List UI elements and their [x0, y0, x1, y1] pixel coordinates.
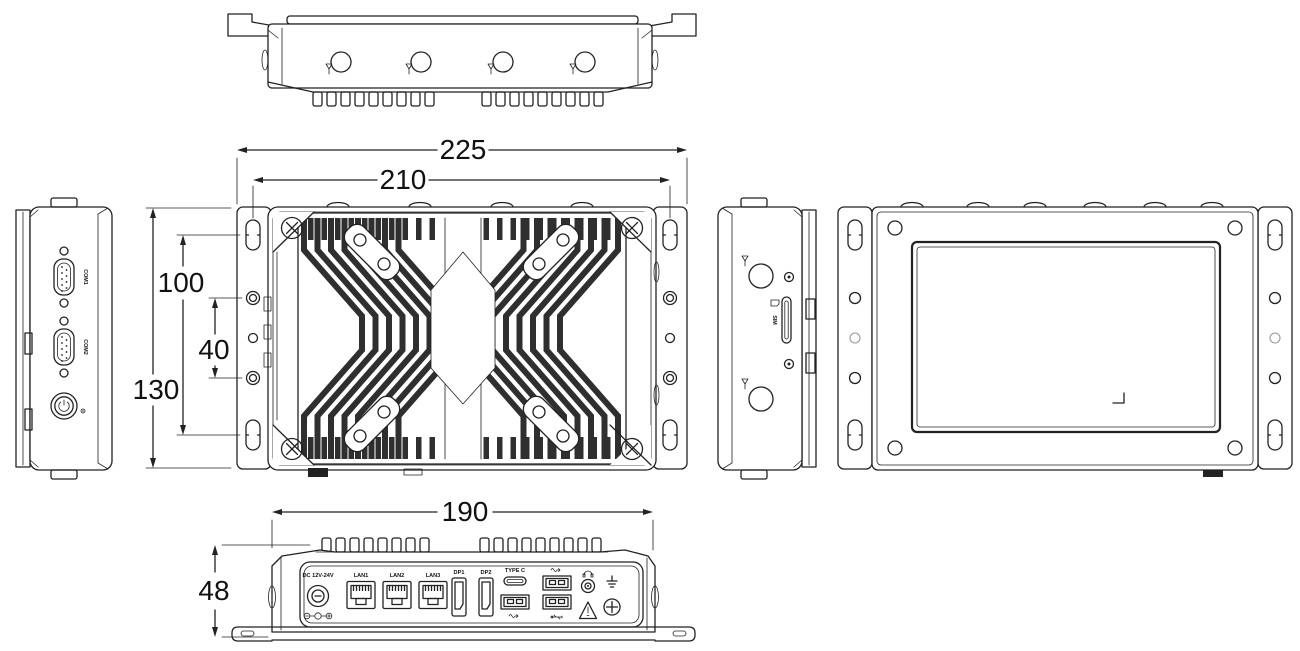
power-button[interactable]: [50, 392, 86, 420]
view-front-heatsink: [236, 201, 688, 477]
dp2-label: DP2: [481, 570, 492, 576]
dp1-label: DP1: [454, 570, 465, 576]
port-usb3-single[interactable]: [500, 594, 530, 618]
top-body-outline: [267, 23, 653, 89]
antenna-hole-bottom: [748, 386, 774, 412]
keyhole-mount-slot: [662, 419, 678, 451]
dim-body-width-value: 190: [442, 496, 489, 527]
bottom-port-panel: [299, 561, 644, 628]
bottom-right-foot: [654, 626, 696, 642]
com2-db9-connector: [53, 328, 75, 366]
mount-hole-ring: [662, 370, 678, 386]
typec-label: TYPE C: [505, 568, 525, 574]
view-top: [227, 13, 697, 107]
dimension-body-depth: 48: [198, 544, 311, 638]
port-dp2[interactable]: DP2: [478, 570, 494, 617]
port-com2: COM2: [53, 316, 88, 378]
port-lan1[interactable]: LAN1: [346, 573, 376, 610]
usb3-ss-icon: [550, 568, 561, 572]
front-right-mount-bracket: [652, 206, 688, 470]
keyhole-mount-slot: [662, 219, 678, 251]
screen-corner-icon: [1112, 392, 1125, 404]
com1-label: COM1: [82, 269, 88, 285]
warning-icon: [578, 601, 598, 620]
port-com1: COM1: [53, 246, 88, 308]
dim-body-depth-value: 48: [198, 575, 229, 606]
dimension-body-width: 190: [271, 496, 654, 551]
port-lan3[interactable]: LAN3: [418, 573, 448, 610]
antenna-hole-2: [410, 51, 432, 73]
top-front-bezel-strip: [286, 15, 639, 25]
back-panel-outline: [871, 206, 1259, 471]
front-corner-screws: [272, 211, 652, 466]
dim-side-holes-value: 40: [198, 334, 229, 365]
sim-label: SIM: [771, 315, 777, 325]
antenna-hole-top: [748, 263, 774, 289]
ground-screw: [603, 598, 621, 616]
bottom-left-foot: [231, 626, 273, 642]
power-icon: [58, 399, 70, 412]
antenna-hole-1: [330, 51, 352, 73]
mount-hole-ring: [245, 370, 261, 386]
antenna-hole-4: [574, 51, 596, 73]
dimension-mount-width: 210: [252, 164, 671, 219]
front-left-mount-bracket: [236, 206, 272, 470]
dc-polarity-icon: [303, 612, 333, 620]
port-usb3-stack[interactable]: [542, 568, 572, 620]
view-back-display: [837, 201, 1293, 477]
dim-overall-height-value: 130: [133, 374, 180, 405]
mount-hole-ring: [662, 290, 678, 306]
front-bottom-connector: [308, 468, 328, 477]
left-side-body: [29, 206, 113, 471]
dimension-overall-width: 225: [236, 134, 688, 205]
dc-power-label: DC 12V-24V: [302, 573, 333, 579]
view-left-side: COM1 COM2: [15, 197, 113, 480]
mount-hole-small: [247, 332, 259, 344]
com2-label: COM2: [82, 339, 88, 355]
dim-mount-width-value: 210: [380, 164, 427, 195]
lan2-label: LAN2: [390, 573, 405, 579]
sim-card-slot[interactable]: SIM: [770, 296, 792, 344]
back-right-mount-bracket: [1257, 206, 1293, 470]
dimension-mount-holes-spacing: 100: [158, 234, 241, 436]
top-fin-teeth: [312, 91, 604, 107]
keyhole-mount-slot: [245, 419, 261, 451]
lan3-label: LAN3: [426, 573, 441, 579]
dim-overall-width-value: 225: [440, 134, 487, 165]
sim-card-icon: [770, 299, 780, 307]
top-heatsink-edge: [267, 81, 653, 93]
power-led: [80, 408, 86, 414]
port-lan2[interactable]: LAN2: [382, 573, 412, 610]
dim-mount-holes-value: 100: [158, 267, 205, 298]
port-typec[interactable]: TYPE C: [503, 568, 527, 586]
bottom-fin-teeth: [321, 537, 602, 553]
com1-db9-connector: [53, 258, 75, 296]
mount-hole-ring: [245, 290, 261, 306]
heatsink-center-hex: [430, 251, 496, 405]
view-right-side: SIM: [717, 197, 817, 480]
view-bottom-ports: DC 12V-24V LAN1 LAN2 LAN3 DP1 DP2 TYPE C: [231, 537, 696, 642]
lan1-label: LAN1: [354, 573, 369, 579]
usb3-ss-icon: [508, 614, 519, 618]
back-left-mount-bracket: [837, 206, 873, 470]
dimension-side-holes-spacing: 40: [198, 297, 243, 379]
port-dp1[interactable]: DP1: [451, 570, 467, 617]
keyhole-mount-slot: [245, 219, 261, 251]
antenna-hole-3: [492, 51, 514, 73]
mount-hole-small: [664, 332, 676, 344]
port-dc-power[interactable]: DC 12V-24V: [302, 573, 334, 620]
dimension-overall-height: 130: [133, 207, 232, 469]
right-side-body: [717, 206, 803, 471]
usb2-icon: [550, 614, 563, 620]
port-audio-jack[interactable]: [580, 570, 596, 594]
ground-icon: [606, 575, 618, 588]
top-right-bracket-wing: [637, 13, 697, 37]
display-screen[interactable]: [910, 240, 1222, 434]
audio-jack-icon: [582, 570, 594, 578]
back-bottom-connector: [1203, 470, 1223, 477]
top-left-bracket-wing: [227, 13, 287, 37]
